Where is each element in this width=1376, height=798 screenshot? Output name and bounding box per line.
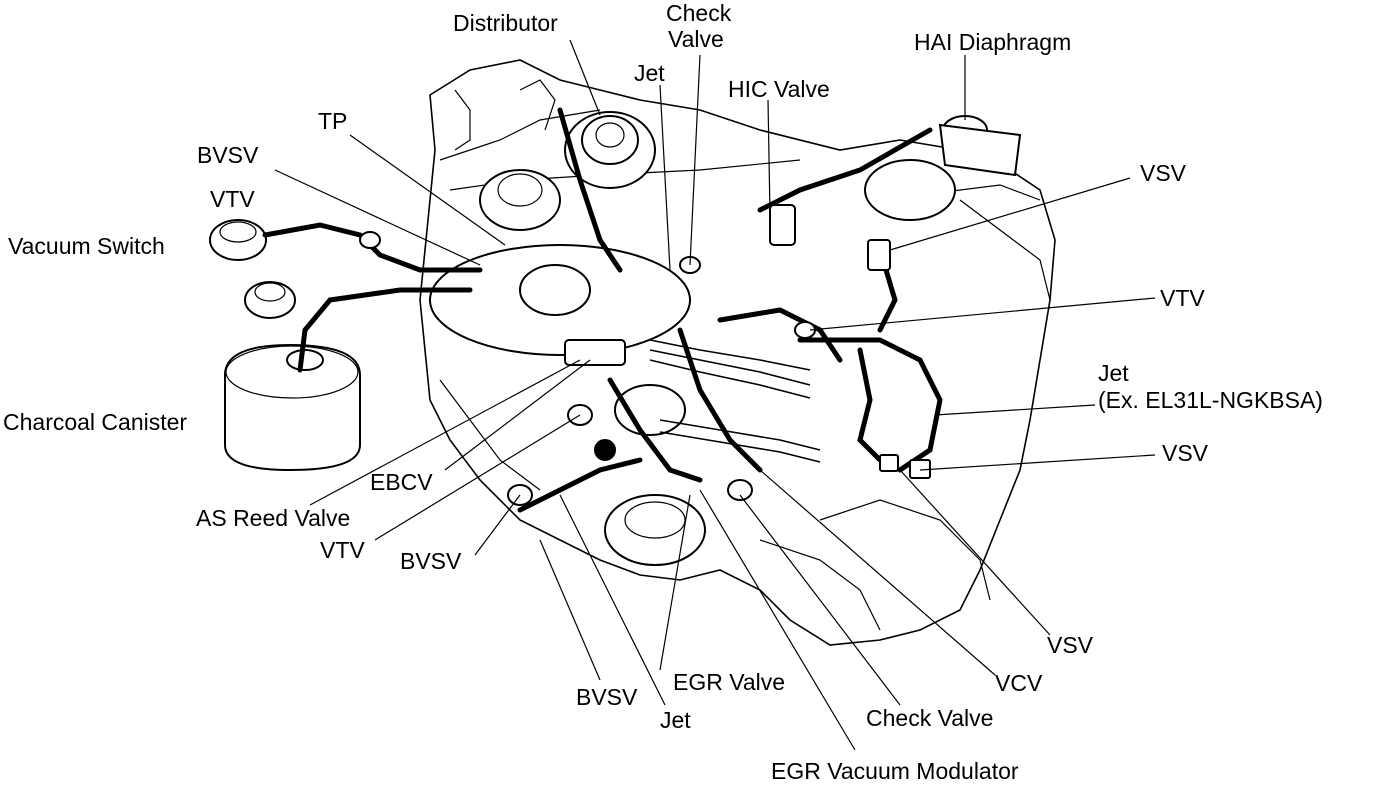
jet-right-label-1: Jet	[1098, 360, 1129, 386]
jet-right-label-2: (Ex. EL31L-NGKBSA)	[1098, 387, 1323, 413]
vsv-top-right-label: VSV	[1140, 160, 1187, 186]
ebcv-label: EBCV	[370, 469, 433, 495]
bvsv-top-label: BVSV	[197, 142, 259, 168]
distributor-part	[564, 111, 656, 189]
hai-diaphragm-part	[864, 115, 1022, 221]
charcoal-canister-part	[224, 343, 361, 472]
vtv-left-label: VTV	[210, 186, 255, 212]
jet-bottom-label: Jet	[660, 707, 691, 733]
as-reed-valve-label: AS Reed Valve	[196, 505, 351, 531]
carburetor-part	[429, 169, 691, 366]
leader-lines	[274, 39, 1156, 751]
vacuum-switch-part	[209, 219, 296, 319]
vcv-label: VCV	[995, 670, 1043, 696]
hai-diaphragm-label: HAI Diaphragm	[914, 29, 1072, 55]
charcoal-canister-label: Charcoal Canister	[3, 409, 188, 435]
bvsv-mid-label: BVSV	[400, 548, 462, 574]
vacuum-switch-label: Vacuum Switch	[8, 233, 165, 259]
check-valve-top-label-1: Check	[666, 0, 732, 26]
jet-top-label: Jet	[634, 60, 665, 86]
vtv-right-label: VTV	[1160, 285, 1205, 311]
egr-vacuum-modulator-label: EGR Vacuum Modulator	[771, 758, 1019, 784]
egr-valve-part	[604, 384, 706, 566]
vtv-bottom-label: VTV	[320, 537, 365, 563]
check-valve-bottom-label: Check Valve	[866, 705, 994, 731]
hic-valve-label: HIC Valve	[728, 76, 830, 102]
distributor-label: Distributor	[453, 10, 558, 36]
tp-label: TP	[318, 108, 348, 134]
vsv-bottom-right-label: VSV	[1047, 632, 1094, 658]
small-components	[359, 204, 931, 506]
egr-valve-label: EGR Valve	[673, 669, 786, 695]
vsv-mid-right-label: VSV	[1162, 440, 1209, 466]
check-valve-top-label-2: Valve	[668, 26, 724, 52]
bvsv-bottom-label: BVSV	[576, 684, 638, 710]
